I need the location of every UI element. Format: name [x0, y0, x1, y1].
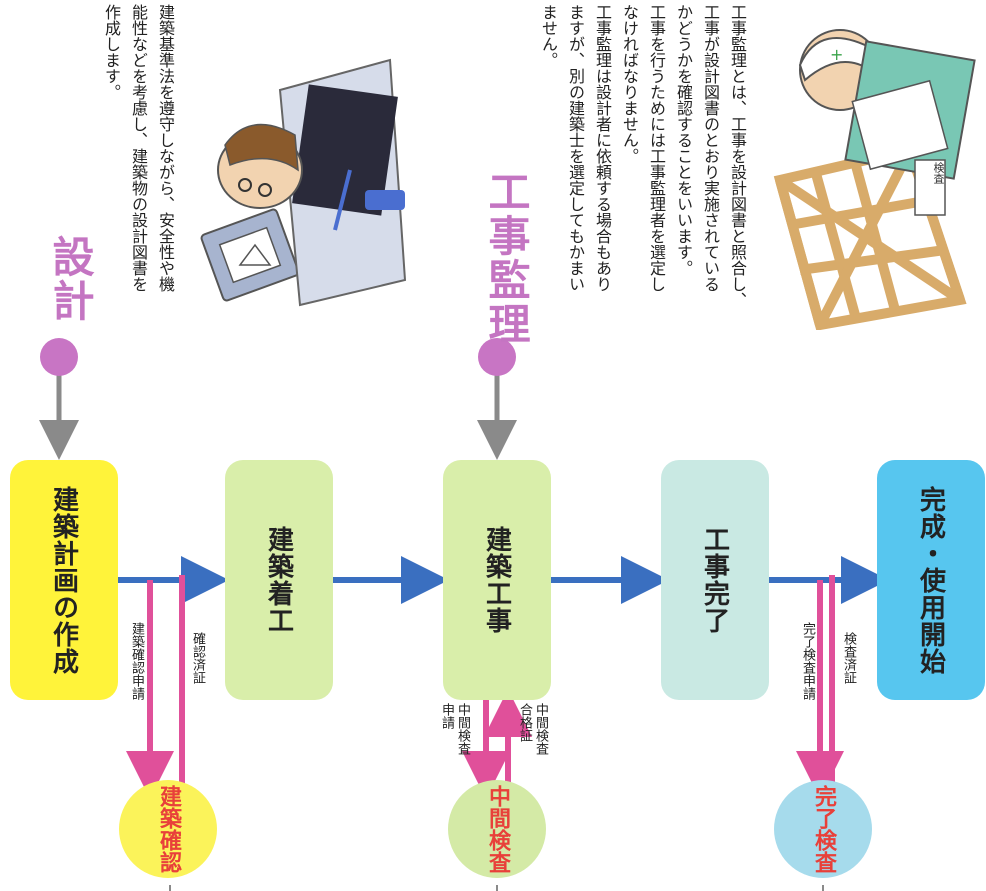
label-interim-request: 中間検査 申請 — [439, 703, 470, 755]
inspector-sign-text: 検査 — [932, 162, 945, 184]
svg-text:+: + — [830, 45, 843, 64]
inspection-building-confirmation: 建築確認 — [119, 780, 217, 878]
label-final-done: 検査済証 — [841, 632, 856, 684]
step-completion-use: 完成・使用開始 — [877, 460, 985, 700]
step-construction-complete-label: 工事完了 — [699, 526, 730, 634]
design-description: 建築基準法を遵守しながら、安全性や機 能性などを考慮し、建築物の設計図書を 作成… — [102, 4, 175, 292]
design-marker-dot — [40, 338, 78, 376]
inspector-illustration: + — [773, 29, 976, 330]
designer-illustration — [200, 58, 407, 307]
step-planning: 建築計画の作成 — [10, 460, 118, 700]
step-construction-work: 建築工事 — [443, 460, 551, 700]
step-construction-start: 建築着工 — [225, 460, 333, 700]
supervision-heading: 工事監理 — [482, 170, 531, 346]
step-completion-use-label: 完成・使用開始 — [915, 485, 946, 675]
supervision-marker-dot — [478, 338, 516, 376]
step-construction-work-label: 建築工事 — [481, 526, 512, 634]
design-heading: 設計 — [46, 235, 95, 323]
label-final-request: 完了検査申請 — [800, 622, 815, 700]
inspection-interim: 中間検査 — [448, 780, 546, 878]
label-confirm-request: 建築確認申請 — [129, 622, 144, 700]
inspection-interim-label: 中間検査 — [485, 785, 510, 873]
inspection-final-label: 完了検査 — [811, 785, 836, 873]
label-confirm-done: 確認済証 — [190, 632, 205, 684]
step-planning-label: 建築計画の作成 — [48, 485, 79, 675]
inspection-final: 完了検査 — [774, 780, 872, 878]
supervision-description: 工事監理とは、工事を設計図書と照合し、 工事が設計図書のとおり実施されている か… — [539, 4, 747, 308]
inspection-building-confirmation-label: 建築確認 — [156, 785, 181, 873]
label-interim-pass: 中間検査 合格証 — [517, 703, 548, 755]
step-construction-start-label: 建築着工 — [263, 526, 294, 634]
step-construction-complete: 工事完了 — [661, 460, 769, 700]
